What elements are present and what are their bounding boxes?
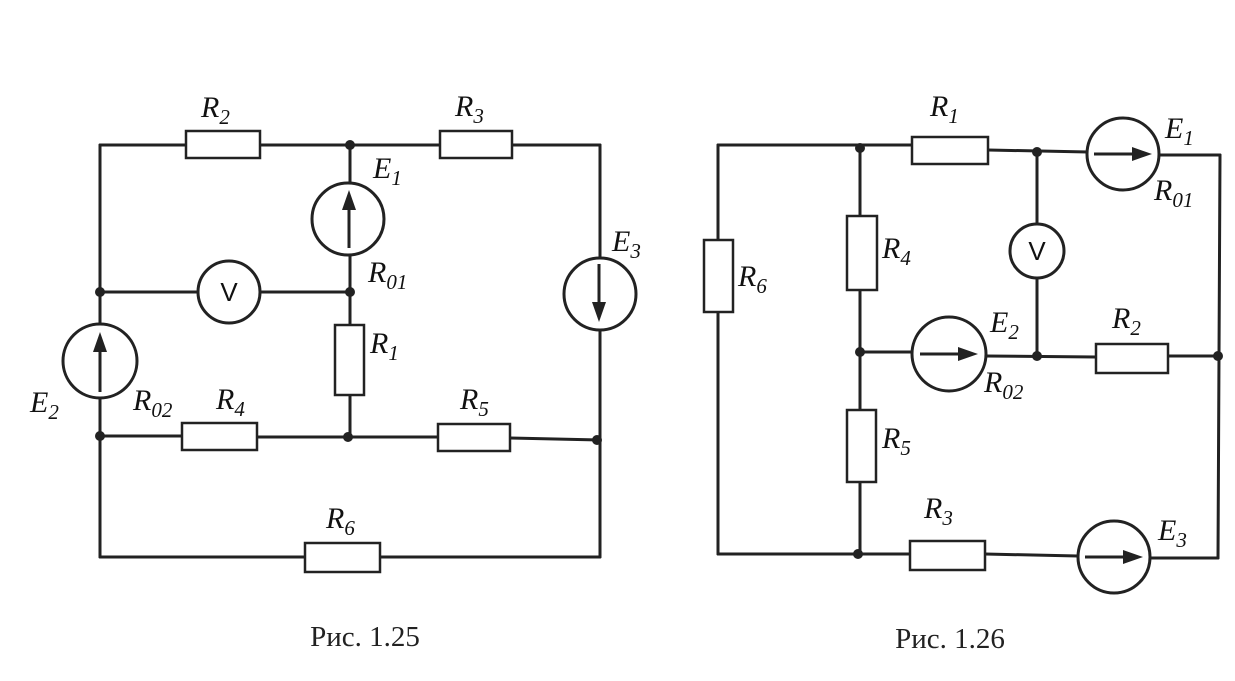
fig26-label-e3: E3	[1157, 514, 1187, 552]
figure-1-25: V R2 R3 E1 R01 R1 E3 E2 R02 R4 R5 R6 Рис…	[29, 90, 641, 653]
fig25-label-r02: R02	[132, 384, 173, 422]
fig25-label-e3: E3	[611, 225, 641, 263]
fig26-label-r2: R2	[1111, 302, 1141, 340]
fig26-resistor-r4	[845, 214, 879, 292]
fig26-resistor-r3	[908, 539, 987, 572]
fig26-label-e1: E1	[1164, 112, 1194, 150]
fig25-resistor-r4	[180, 421, 259, 452]
fig25-label-e2: E2	[29, 386, 59, 424]
fig26-label-r4: R4	[881, 232, 911, 270]
fig25-label-r5: R5	[459, 383, 489, 421]
fig26-label-r1: R1	[929, 90, 959, 128]
fig25-resistor-r2	[184, 129, 262, 160]
fig26-caption: Рис. 1.26	[895, 623, 1005, 655]
fig26-resistor-r6	[702, 238, 735, 314]
fig25-label-e1: E1	[372, 152, 402, 190]
fig25-source-e1	[310, 181, 386, 257]
fig26-label-r3: R3	[923, 492, 953, 530]
fig25-nodes	[95, 140, 602, 445]
fig25-resistor-r6	[303, 541, 382, 574]
svg-text:V: V	[1028, 236, 1046, 266]
fig26-source-e2	[910, 315, 988, 393]
fig26-label-e2: E2	[989, 306, 1019, 344]
fig26-resistor-r1	[910, 135, 990, 166]
svg-text:V: V	[220, 277, 238, 307]
fig26-source-e3	[1076, 519, 1152, 595]
fig25-label-r2: R2	[200, 91, 230, 129]
fig25-resistor-r3	[438, 129, 514, 160]
fig26-resistor-r2	[1094, 342, 1170, 375]
fig26-label-r6: R6	[737, 260, 767, 298]
fig25-voltmeter: V	[196, 259, 262, 325]
fig25-label-r01: R01	[367, 256, 407, 294]
fig25-label-r3: R3	[454, 90, 484, 128]
fig26-label-r02: R02	[983, 366, 1024, 404]
fig25-source-e3	[562, 256, 638, 332]
fig26-nodes	[853, 143, 1223, 559]
fig26-label-r5: R5	[881, 422, 911, 460]
fig26-resistor-r5	[845, 408, 878, 484]
fig25-source-e2	[61, 322, 139, 400]
fig25-resistor-r5	[436, 422, 512, 453]
fig25-caption: Рис. 1.25	[310, 621, 420, 653]
fig25-resistor-r1	[333, 323, 366, 397]
figure-1-26: V R1 E1 R01 R6 R4 E2 R02 R2 R5 R3 E3 Рис…	[702, 90, 1223, 655]
fig25-label-r6: R6	[325, 502, 355, 540]
fig26-voltmeter: V	[1008, 222, 1066, 280]
fig25-label-r1: R1	[369, 327, 399, 365]
fig26-source-e1	[1085, 116, 1161, 192]
fig26-label-r01: R01	[1153, 174, 1193, 212]
fig25-label-r4: R4	[215, 383, 245, 421]
